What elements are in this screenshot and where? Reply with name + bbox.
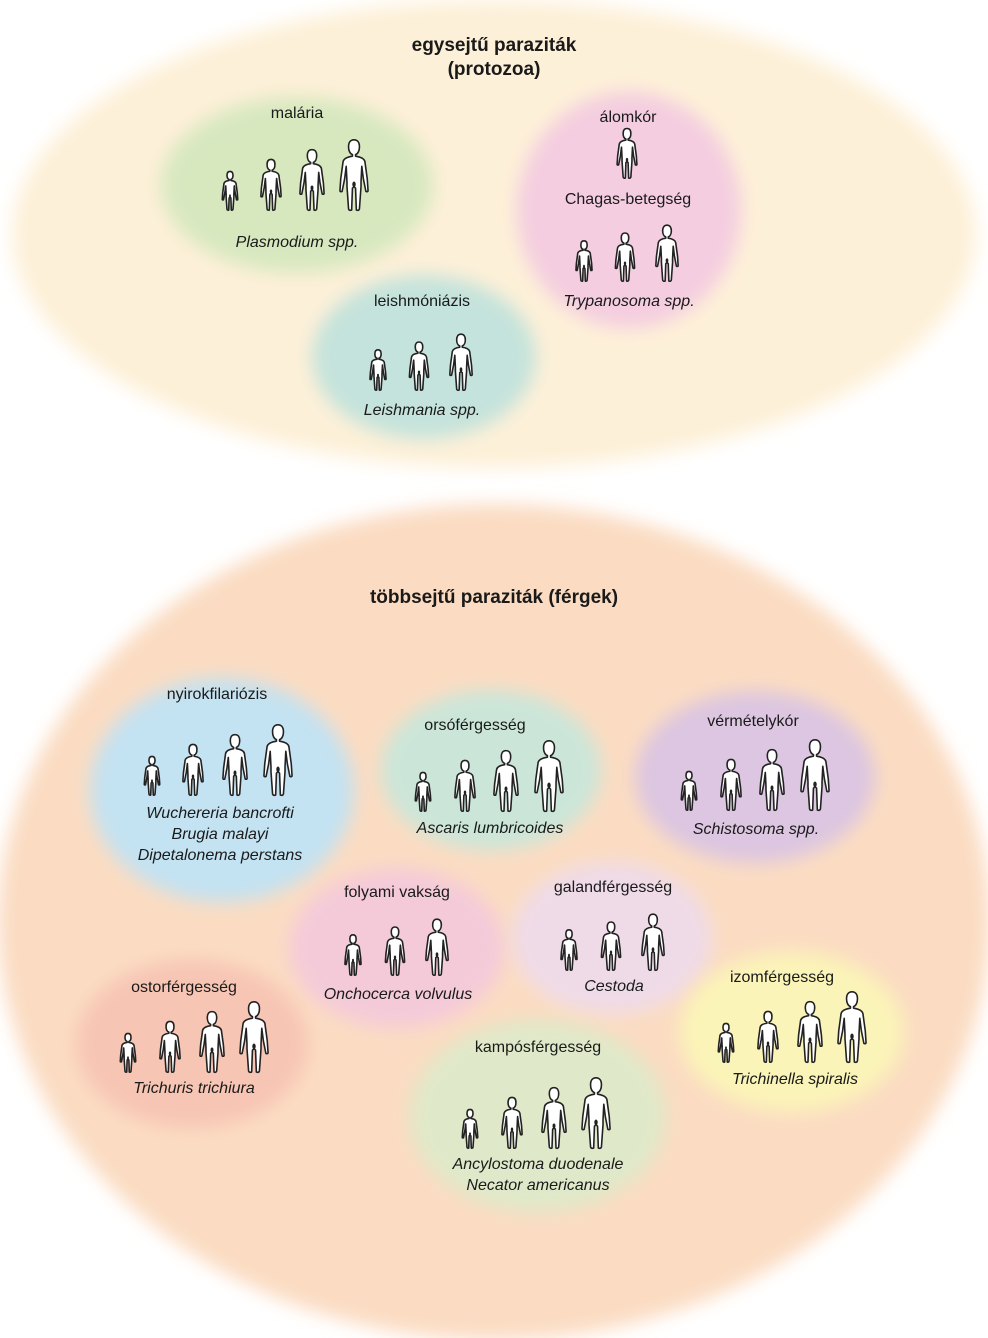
human-figure-icon	[339, 139, 369, 212]
human-figure-icon	[757, 1010, 779, 1064]
human-figure-icon	[720, 758, 742, 812]
species-name: Trypanosoma spp.	[563, 293, 695, 310]
disease-label-malaria: malária	[270, 105, 324, 122]
species-name: Ascaris lumbricoides	[416, 820, 564, 837]
human-figure-icon	[614, 232, 636, 283]
human-figure-icon	[501, 1096, 523, 1150]
human-figure-icon	[759, 748, 785, 812]
disease-label-leishmaniasis: leishmóniázis	[373, 293, 471, 310]
human-figure-icon	[493, 749, 519, 813]
human-figure-icon	[581, 1077, 611, 1150]
disease-blob-trichuriasis	[76, 960, 308, 1128]
species-label-chagas: Trypanosoma spp.	[469, 291, 789, 312]
disease-label-chagas: Chagas-betegség	[564, 191, 692, 208]
disease-label-sleeping-sickness: álomkór	[599, 109, 657, 126]
species-name: Necator americanus	[466, 1177, 610, 1194]
human-figure-icon	[425, 918, 449, 977]
disease-blob-lymphatic-filariasis	[90, 678, 354, 902]
human-figure-icon	[299, 148, 325, 212]
species-label-schistosomiasis: Schistosoma spp.	[596, 819, 916, 840]
human-figure-icon	[119, 1032, 137, 1073]
human-figure-icon	[449, 333, 473, 392]
disease-label-lymphatic-filariasis: nyirokfilariózis	[166, 686, 268, 703]
species-name: Trichinella spiralis	[732, 1071, 858, 1088]
human-figure-icon	[182, 743, 204, 797]
disease-label-cestodiasis: galandférgesség	[553, 879, 673, 896]
disease-label-trichinellosis: izomférgesség	[729, 969, 835, 986]
disease-blob-hookworm	[410, 1020, 666, 1212]
disease-label-ascariasis: orsóférgesség	[424, 717, 526, 734]
species-name: Dipetalonema perstans	[137, 847, 303, 864]
species-name: Onchocerca volvulus	[323, 986, 473, 1003]
disease-blob-trichinellosis	[680, 952, 904, 1112]
protozoa-title-line-1: egysejtű paraziták	[411, 35, 577, 56]
species-name: Plasmodium spp.	[235, 234, 359, 251]
protozoa-group-title: egysejtű paraziták (protozoa)	[0, 34, 988, 82]
species-name: Schistosoma spp.	[692, 821, 820, 838]
human-figure-icon	[143, 755, 161, 796]
species-label-river-blindness: Onchocerca volvulus	[238, 984, 558, 1005]
disease-blob-sleeping-sickness	[517, 92, 741, 328]
human-figure-icon	[600, 921, 622, 972]
disease-label-hookworm: kampósférgesség	[474, 1039, 602, 1056]
human-figure-icon	[641, 913, 665, 972]
species-label-cestodiasis: Cestoda	[454, 976, 774, 997]
human-figure-icon	[369, 349, 387, 391]
species-label-lymphatic-filariasis: Wuchereria bancrofti Brugia malayi Dipet…	[60, 803, 380, 866]
helminths-title-line-1: többsejtű paraziták (férgek)	[369, 587, 619, 608]
human-figure-icon	[534, 740, 564, 813]
helminths-group-title: többsejtű paraziták (férgek)	[0, 586, 988, 610]
human-figure-icon	[199, 1010, 225, 1074]
human-figure-icon	[717, 1022, 735, 1063]
human-figure-icon	[344, 934, 362, 976]
disease-label-trichuriasis: ostorférgesség	[131, 979, 237, 996]
human-figure-icon	[454, 759, 476, 813]
protozoa-title-line-2: (protozoa)	[447, 59, 541, 80]
species-label-malaria: Plasmodium spp.	[137, 232, 457, 253]
species-label-hookworm: Ancylostoma duodenale Necator americanus	[378, 1154, 698, 1196]
human-figure-icon	[414, 771, 432, 812]
human-figure-icon	[680, 770, 698, 811]
human-figure-icon	[461, 1108, 479, 1149]
human-figure-icon	[560, 929, 578, 971]
human-figure-icon	[239, 1001, 269, 1074]
disease-blob-schistosomiasis	[635, 691, 875, 863]
human-figure-icon	[616, 127, 638, 180]
species-label-leishmaniasis: Leishmania spp.	[262, 400, 582, 421]
human-figure-icon	[260, 158, 282, 212]
human-figure-icon	[159, 1020, 181, 1074]
human-figure-icon	[575, 240, 593, 282]
species-name: Brugia malayi	[171, 826, 269, 843]
species-label-trichuriasis: Trichuris trichiura	[34, 1078, 354, 1099]
species-label-ascariasis: Ascaris lumbricoides	[330, 818, 650, 839]
disease-label-schistosomiasis: vérmételykór	[707, 713, 799, 730]
human-figure-icon	[408, 341, 430, 392]
human-figure-icon	[263, 724, 293, 797]
human-figure-icon	[222, 733, 248, 797]
disease-label-river-blindness: folyami vakság	[344, 884, 450, 901]
species-name: Ancylostoma duodenale	[452, 1156, 624, 1173]
species-label-trichinellosis: Trichinella spiralis	[635, 1069, 955, 1090]
species-name: Cestoda	[584, 978, 644, 995]
human-figure-icon	[655, 224, 679, 283]
human-figure-icon	[800, 739, 830, 812]
species-name: Wuchereria bancrofti	[146, 805, 294, 822]
human-figure-icon	[837, 991, 867, 1064]
human-figure-icon	[541, 1086, 567, 1150]
human-figure-icon	[221, 170, 239, 211]
human-figure-icon	[797, 1000, 823, 1064]
species-name: Leishmania spp.	[363, 402, 481, 419]
species-name: Trichuris trichiura	[133, 1080, 255, 1097]
human-figure-icon	[384, 926, 406, 977]
disease-blob-malaria	[161, 97, 433, 273]
